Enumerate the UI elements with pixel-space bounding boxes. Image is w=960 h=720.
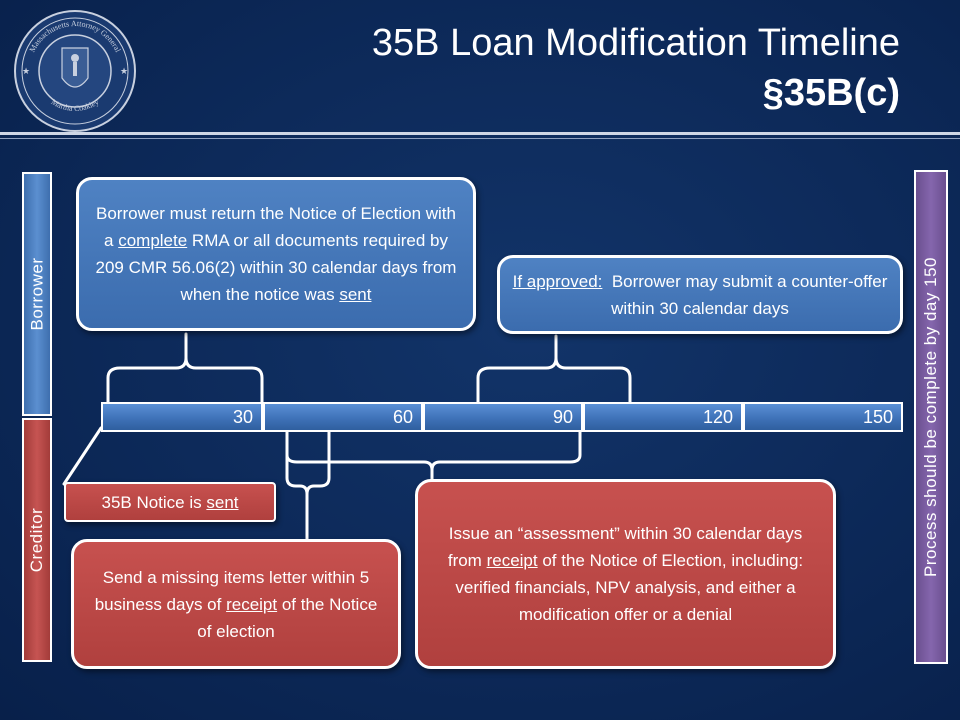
svg-text:★: ★: [22, 66, 30, 76]
borrower-lane-bar: Borrower: [22, 172, 52, 416]
callout-missing-items-text: Send a missing items letter within 5 bus…: [94, 567, 378, 641]
brace-borrower-return: [106, 332, 264, 404]
brace-assessment: [285, 430, 582, 482]
callout-counter-offer: If approved: Borrower may submit a count…: [497, 255, 903, 334]
title-divider: [0, 132, 960, 135]
attorney-general-seal-icon: Massachusetts Attorney General Martha Co…: [14, 10, 136, 132]
brace-counter-offer: [476, 334, 632, 404]
callout-missing-items: Send a missing items letter within 5 bus…: [71, 539, 401, 669]
callout-assessment-text: Issue an “assessment” within 30 calendar…: [447, 524, 804, 624]
creditor-lane-label: Creditor: [27, 507, 46, 573]
callout-assessment: Issue an “assessment” within 30 calendar…: [415, 479, 836, 669]
timeline-day-90: 90: [423, 402, 583, 432]
timeline-day-60: 60: [263, 402, 423, 432]
brace-missing-items: [285, 430, 331, 542]
callout-borrower-return-text: Borrower must return the Notice of Elect…: [95, 204, 457, 304]
connector-notice-sent: [62, 426, 103, 486]
title-divider-thin: [0, 138, 960, 139]
process-deadline-bar: Process should be complete by day 150: [914, 170, 948, 664]
page-title: 35B Loan Modification Timeline: [371, 22, 900, 64]
page-subtitle: §35B(c): [762, 72, 900, 114]
borrower-lane-label: Borrower: [27, 257, 46, 331]
callout-borrower-return: Borrower must return the Notice of Elect…: [76, 177, 476, 331]
callout-counter-offer-text: If approved: Borrower may submit a count…: [512, 271, 893, 318]
timeline-day-30: 30: [101, 402, 263, 432]
callout-notice-sent-text: 35B Notice is sent: [101, 492, 239, 512]
process-deadline-label: Process should be complete by day 150: [921, 257, 940, 577]
creditor-lane-bar: Creditor: [22, 418, 52, 662]
timeline-day-150: 150: [743, 402, 903, 432]
timeline-day-120: 120: [583, 402, 743, 432]
callout-notice-sent: 35B Notice is sent: [64, 482, 276, 522]
svg-text:★: ★: [120, 66, 128, 76]
